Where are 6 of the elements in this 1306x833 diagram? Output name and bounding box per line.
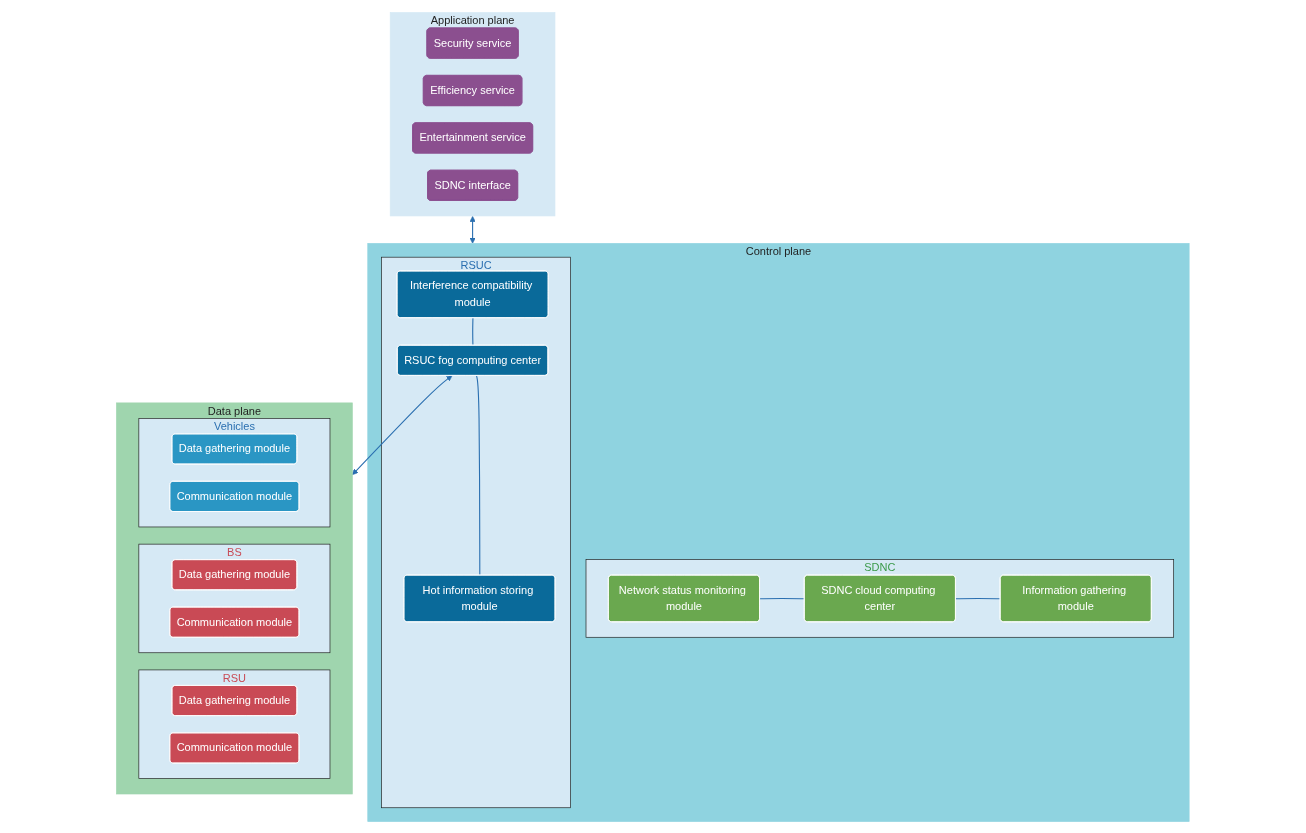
arrow: [352, 374, 453, 475]
arrow: [469, 215, 476, 244]
connector: [472, 316, 474, 346]
connector: [955, 597, 1002, 599]
connector: [759, 597, 806, 599]
connector: [476, 374, 481, 576]
